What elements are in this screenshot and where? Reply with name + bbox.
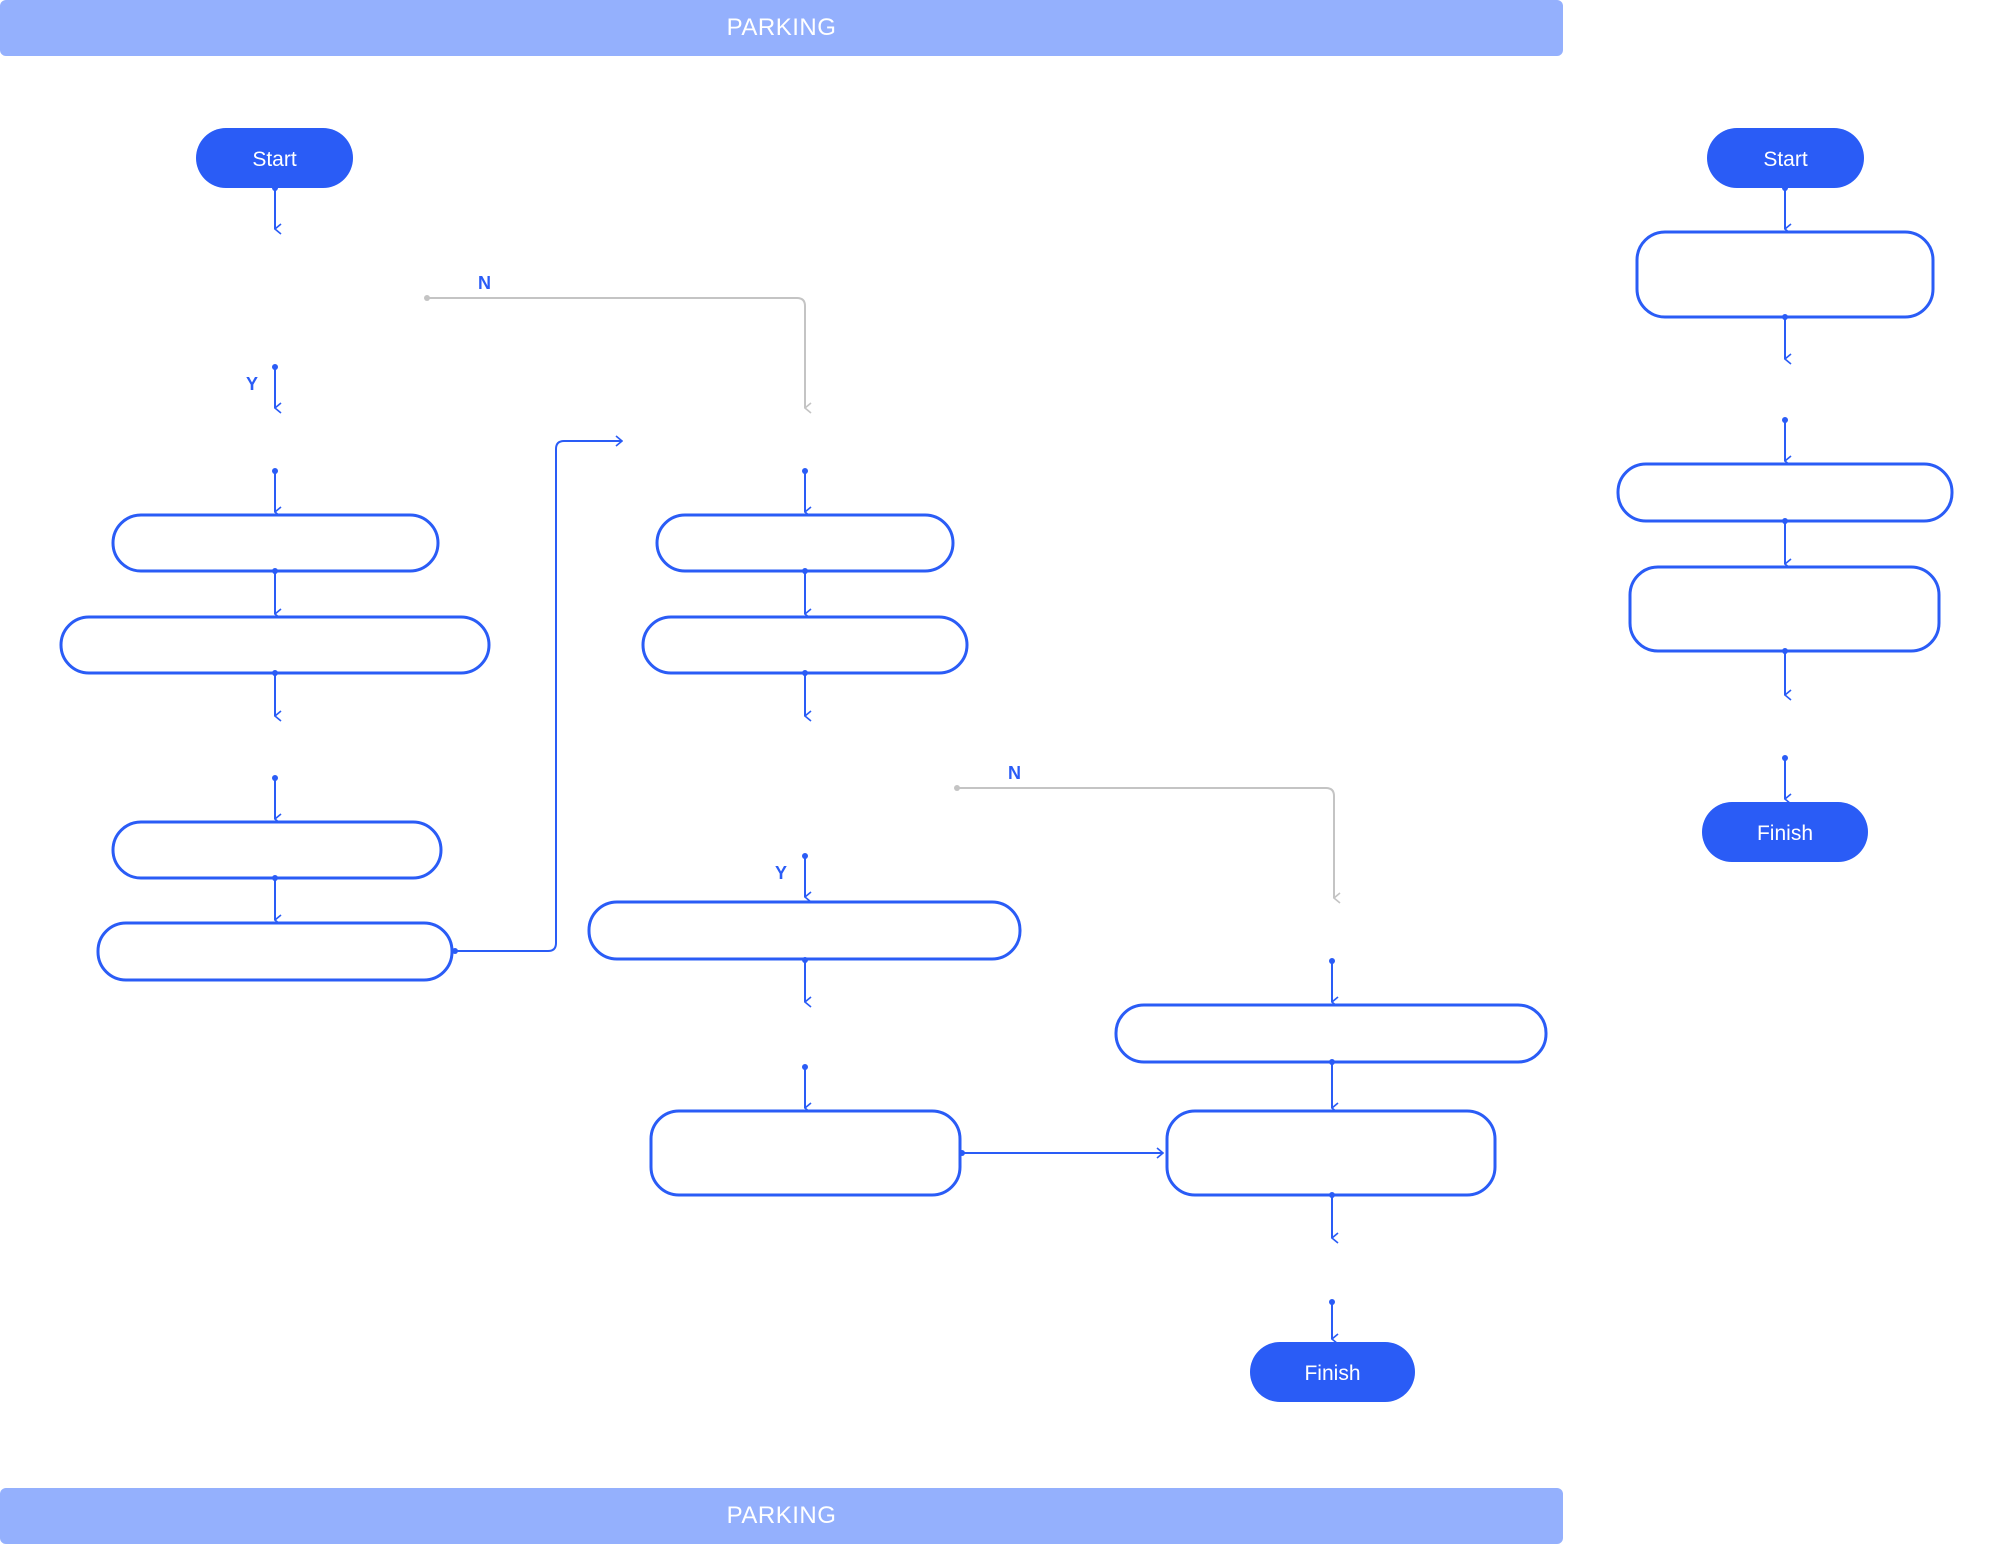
connector [1782,648,1788,695]
connector [802,1064,808,1108]
connector [272,670,278,716]
process-box-middle-1 [655,513,955,573]
connector [802,957,808,1002]
connector [272,875,278,920]
start-label-left: Start [252,148,297,171]
connector [272,568,278,614]
start-label-right: Start [1763,148,1808,171]
process-box-middle-4 [649,1109,962,1197]
connector [802,568,808,614]
connector [272,468,278,512]
finish-label-left: Finish [1304,1362,1360,1385]
connector [1782,185,1788,229]
decision2-no-label: N [1008,763,1021,783]
decision2-yes-connector [802,853,808,897]
process-box-right-2 [1616,462,1954,523]
process-box-right-1 [1635,230,1935,319]
connector [272,775,278,819]
finish-label-right: Finish [1757,822,1813,845]
connector [802,670,808,716]
decision2-yes-label: Y [775,863,787,883]
finish-terminal-left: Finish [1250,1342,1415,1402]
decision1-no-connector [424,295,805,408]
parking-banner-bottom: PARKING [0,1488,1563,1544]
connector [1782,518,1788,564]
connector [1782,314,1788,359]
process-box-branch-1 [1114,1003,1548,1064]
parking-banner-bottom-label: PARKING [726,1502,837,1529]
connector [1329,1059,1335,1108]
connector [1329,1192,1335,1238]
connector [1329,1299,1335,1339]
connector [1782,417,1788,461]
process-box-left-3 [111,820,443,880]
connector [1329,958,1335,1002]
process-box-middle-2 [641,615,969,675]
connector [272,185,278,229]
connector [1782,755,1788,799]
process-box-right-3 [1628,565,1941,653]
parking-banner-top: PARKING [0,0,1563,56]
process-box-left-1 [111,513,440,573]
decision1-no-label: N [478,273,491,293]
finish-terminal-right: Finish [1702,802,1868,862]
decision1-yes-connector [272,364,278,408]
cross-connector-middle-to-right [959,1150,1163,1156]
process-box-middle-3 [587,900,1022,961]
start-terminal-right: Start [1707,128,1864,188]
cross-connector-left-to-middle [452,441,622,954]
decision1-yes-label: Y [246,374,258,394]
decision2-no-connector [954,785,1334,898]
parking-banner-top-label: PARKING [726,14,837,41]
process-box-branch-2 [1165,1109,1497,1197]
connector [802,468,808,512]
process-box-left-4 [96,921,454,982]
start-terminal-left: Start [196,128,353,188]
process-box-left-2 [59,615,491,675]
